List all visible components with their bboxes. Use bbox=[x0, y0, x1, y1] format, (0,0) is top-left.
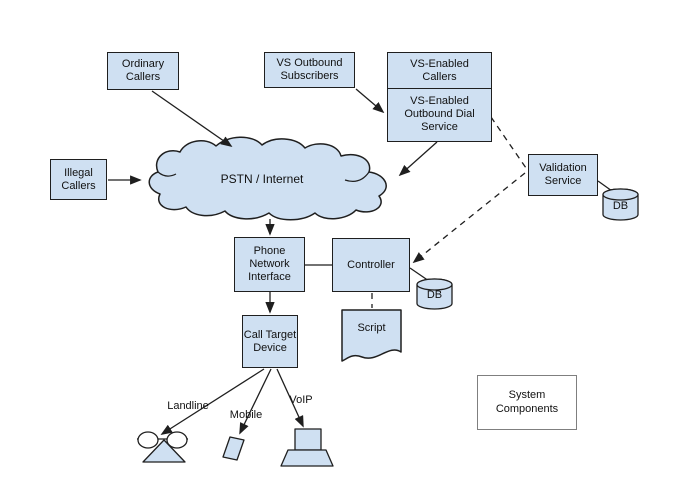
arrow-ctd-to-mobile bbox=[239, 368, 272, 435]
script-label: Script bbox=[357, 322, 386, 334]
arrow-ordinary-callers-to-pstn bbox=[151, 90, 233, 148]
landline-phone-icon bbox=[137, 431, 188, 463]
script-document-shape bbox=[341, 309, 402, 362]
arrow-dial-service-to-pstn bbox=[398, 141, 438, 177]
mobile-label: Mobile bbox=[229, 409, 263, 421]
node-call-target-device: Call Target Device bbox=[242, 315, 298, 368]
arrow-ctd-to-landline bbox=[160, 368, 265, 435]
system-components-legend: System Components bbox=[477, 375, 577, 430]
landline-label: Landline bbox=[167, 400, 209, 412]
pstn-internet-label: PSTN / Internet bbox=[220, 172, 304, 186]
controller-db-label: DB bbox=[426, 289, 443, 301]
validation-db-label: DB bbox=[612, 200, 629, 212]
node-validation-service: Validation Service bbox=[528, 154, 598, 196]
node-vs-enabled-outbound-dial-service: VS-Enabled Outbound Dial Service bbox=[387, 87, 492, 142]
validation-db-cylinder-icon bbox=[602, 188, 639, 221]
node-controller: Controller bbox=[332, 238, 410, 292]
arrow-ctd-to-voip bbox=[276, 368, 304, 428]
dashed-arrow-validation-to-controller bbox=[412, 172, 526, 264]
dashed-link-dial-service-to-validation bbox=[490, 116, 527, 169]
node-ordinary-callers: Ordinary Callers bbox=[107, 52, 179, 90]
node-vs-outbound-subscribers: VS Outbound Subscribers bbox=[264, 52, 355, 88]
link-validation-db bbox=[597, 180, 613, 192]
node-vs-enabled-callers: VS-Enabled Callers bbox=[387, 52, 492, 89]
cloud-curl-left bbox=[157, 171, 177, 177]
mobile-phone-icon bbox=[222, 436, 245, 461]
link-controller-db bbox=[409, 267, 430, 282]
voip-label: VoIP bbox=[289, 394, 313, 406]
cloud-curl-right bbox=[344, 171, 370, 182]
voip-phone-icon bbox=[280, 428, 334, 467]
node-phone-network-interface: Phone Network Interface bbox=[234, 237, 305, 292]
arrow-subscribers-to-dial-service bbox=[355, 88, 385, 114]
node-illegal-callers: Illegal Callers bbox=[50, 159, 107, 200]
controller-db-cylinder-icon bbox=[416, 278, 453, 310]
